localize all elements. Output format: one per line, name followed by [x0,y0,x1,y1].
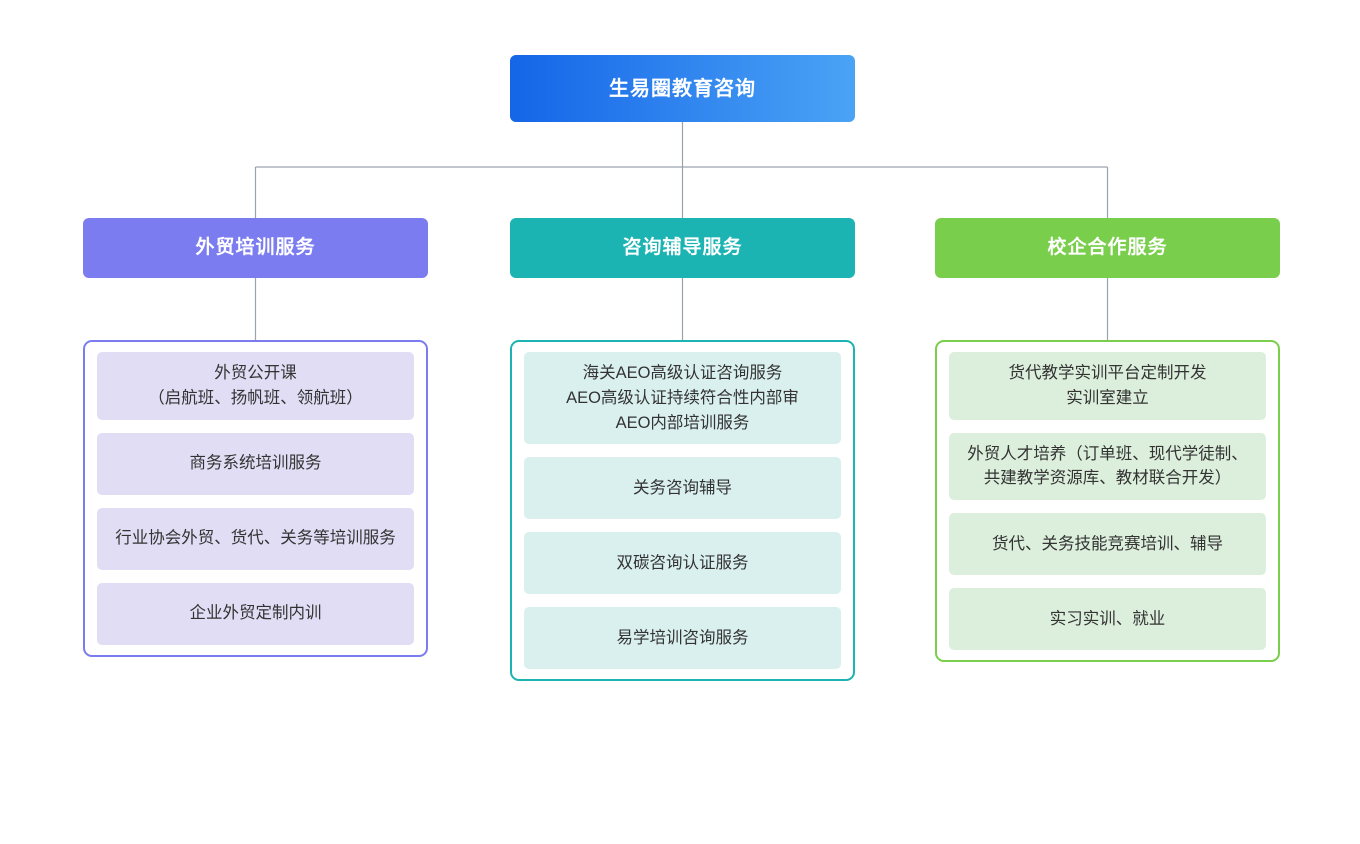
root-node-label: 生易圈教育咨询 [609,77,756,100]
root-node[interactable]: 生易圈教育咨询 [510,55,855,122]
list-item[interactable]: 行业协会外贸、货代、关务等培训服务 [97,507,414,570]
branch-column-1: 外贸培训服务 外贸公开课 （启航班、扬帆班、领航班） 商务系统培训服务 行业协会… [83,218,428,657]
list-item-label: 货代、关务技能竞赛培训、辅导 [992,534,1223,553]
items-container-1: 外贸公开课 （启航班、扬帆班、领航班） 商务系统培训服务 行业协会外贸、货代、关… [83,340,428,657]
list-item[interactable]: 关务咨询辅导 [524,457,841,520]
list-item-label: 双碳咨询认证服务 [616,553,749,572]
list-item[interactable]: 外贸公开课 （启航班、扬帆班、领航班） [97,352,414,420]
list-item-label: 外贸人才培养（订单班、现代学徒制、共建教学资源库、教材联合开发） [967,444,1248,488]
list-item-label: 企业外贸定制内训 [189,604,322,623]
branch-header-2-label: 咨询辅导服务 [622,236,743,258]
list-item-label: 海关AEO高级认证咨询服务 AEO高级认证持续符合性内部审 AEO内部培训服务 [566,364,799,432]
list-item-label: 商务系统培训服务 [189,454,322,473]
branch-column-3: 校企合作服务 货代教学实训平台定制开发 实训室建立 外贸人才培养（订单班、现代学… [935,218,1280,662]
list-item-label: 行业协会外贸、货代、关务等培训服务 [115,529,396,548]
list-item-label: 货代教学实训平台定制开发 实训室建立 [1008,364,1207,407]
list-item-label: 外贸公开课 （启航班、扬帆班、领航班） [148,364,363,407]
branch-header-1-label: 外贸培训服务 [195,236,316,258]
list-item[interactable]: 外贸人才培养（订单班、现代学徒制、共建教学资源库、教材联合开发） [949,432,1266,500]
branch-header-3-label: 校企合作服务 [1047,236,1168,258]
branch-header-3[interactable]: 校企合作服务 [935,218,1280,278]
list-item[interactable]: 企业外贸定制内训 [97,582,414,645]
list-item[interactable]: 海关AEO高级认证咨询服务 AEO高级认证持续符合性内部审 AEO内部培训服务 [524,352,841,445]
branch-header-2[interactable]: 咨询辅导服务 [510,218,855,278]
list-item[interactable]: 货代教学实训平台定制开发 实训室建立 [949,352,1266,420]
items-container-2: 海关AEO高级认证咨询服务 AEO高级认证持续符合性内部审 AEO内部培训服务 … [510,340,855,682]
list-item[interactable]: 易学培训咨询服务 [524,607,841,670]
list-item-label: 易学培训咨询服务 [616,628,749,647]
list-item[interactable]: 货代、关务技能竞赛培训、辅导 [949,513,1266,575]
list-item-label: 实习实训、就业 [1049,609,1166,628]
branch-column-2: 咨询辅导服务 海关AEO高级认证咨询服务 AEO高级认证持续符合性内部审 AEO… [510,218,855,682]
list-item[interactable]: 实习实训、就业 [949,588,1266,650]
branch-header-1[interactable]: 外贸培训服务 [83,218,428,278]
list-item-label: 关务咨询辅导 [633,478,732,497]
list-item[interactable]: 商务系统培训服务 [97,432,414,495]
list-item[interactable]: 双碳咨询认证服务 [524,532,841,595]
items-container-3: 货代教学实训平台定制开发 实训室建立 外贸人才培养（订单班、现代学徒制、共建教学… [935,340,1280,662]
